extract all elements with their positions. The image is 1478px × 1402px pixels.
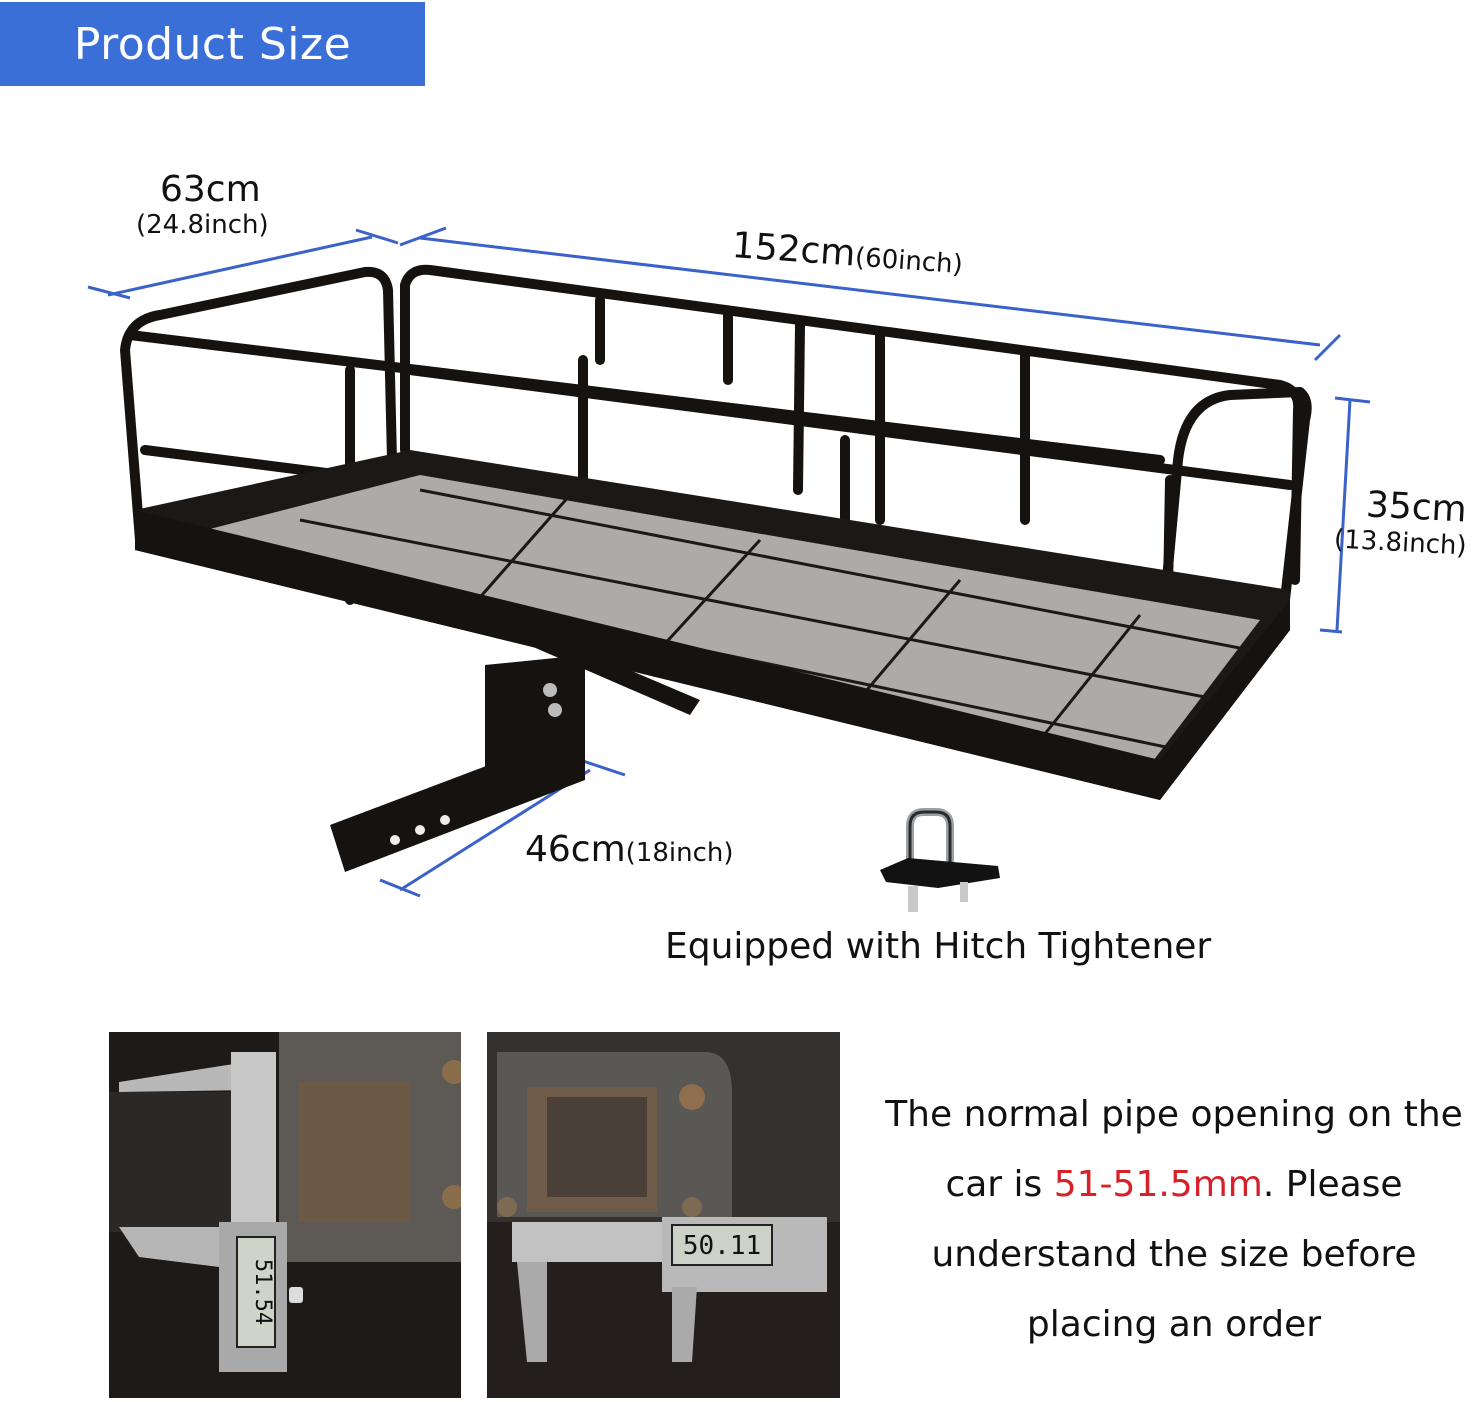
pipe-opening-note: The normal pipe opening on the car is 51…	[870, 1080, 1478, 1360]
note-line-2: car is 51-51.5mm. Please	[870, 1150, 1478, 1220]
note-line-4: placing an order	[1026, 1304, 1322, 1345]
accessory-caption: Equipped with Hitch Tightener	[665, 926, 1212, 967]
note-line-1: The normal pipe opening on the	[885, 1094, 1463, 1135]
size-highlight: 51-51.5mm	[1053, 1164, 1263, 1205]
note-line-2-prefix: car is	[945, 1164, 1054, 1205]
note-line-2-suffix: . Please	[1262, 1164, 1403, 1205]
caliper-photo-2: 50.11	[487, 1032, 840, 1398]
caliper-reading-1: 51.54	[250, 1259, 275, 1325]
hitch-cm: 46cm	[525, 829, 626, 870]
height-inch: (13.8inch)	[1333, 524, 1468, 562]
caliper-photo-1-art: 51.54	[109, 1032, 461, 1398]
basket-floor	[135, 450, 1290, 800]
hitch-dimension-label: 46cm (18inch)	[525, 832, 734, 868]
width-inch: (24.8inch)	[136, 210, 269, 240]
caliper-photo-2-art: 50.11	[487, 1032, 840, 1398]
hitch-tightener-icon	[880, 808, 1000, 912]
width-inch-label: (24.8inch)	[136, 212, 269, 238]
height-inch-label: (13.8inch)	[1333, 524, 1468, 562]
caliper-photo-1: 51.54	[109, 1032, 461, 1398]
hitch-assembly	[330, 585, 700, 872]
cargo-carrier-illustration	[87, 226, 1371, 898]
product-size-banner: Product Size	[0, 2, 425, 86]
hitch-inch: (18inch)	[625, 838, 734, 868]
length-inch: (60inch)	[854, 242, 964, 281]
height-cm: 35cm	[1365, 484, 1468, 531]
width-dimension-label: 63cm	[160, 172, 261, 208]
caliper-reading-2: 50.11	[683, 1231, 761, 1261]
banner-title: Product Size	[73, 18, 352, 70]
note-line-3: understand the size before	[931, 1234, 1417, 1275]
width-cm: 63cm	[160, 169, 261, 210]
length-cm: 152cm	[730, 225, 857, 275]
height-dimension-label: 35cm	[1365, 484, 1468, 531]
